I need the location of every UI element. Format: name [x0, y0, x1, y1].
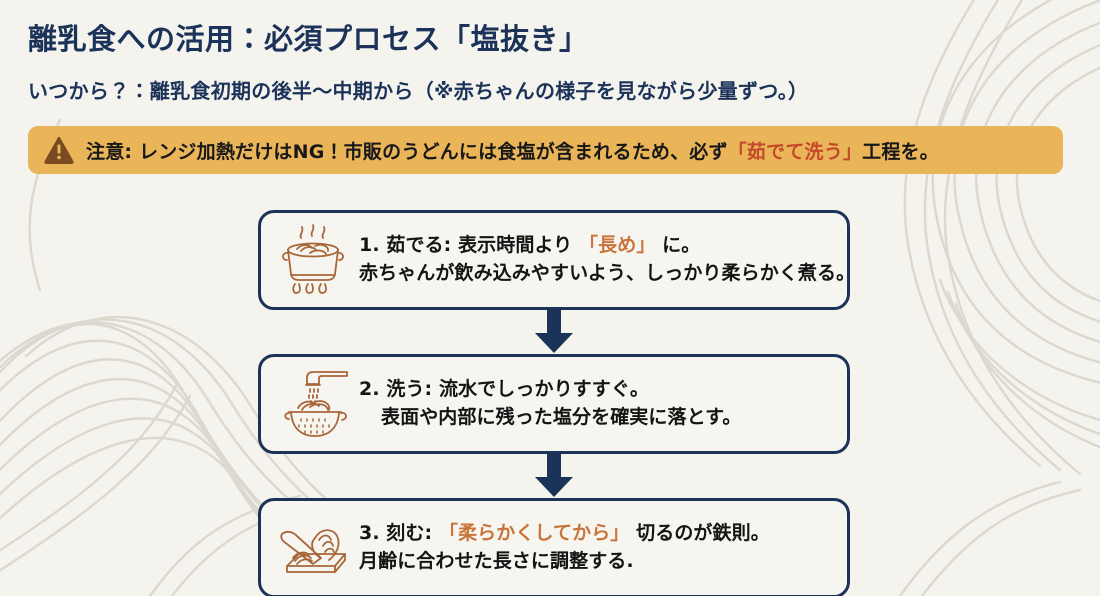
step-3-line1-highlight: 「柔らかくしてから」: [438, 522, 630, 545]
warning-highlight: 「茹でて洗う」: [727, 140, 863, 163]
pot-boiling-noodles-icon: [282, 224, 344, 294]
step-1-line2: 赤ちゃんが飲み込みやすいよう、しっかり柔らかく煮る。: [359, 262, 856, 284]
step-text-1: 1. 茹でる: 表示時間より 「長め」 に。 赤ちゃんが飲み込みやすいよう、しっ…: [359, 232, 855, 287]
step-1-line1-post: に。: [655, 234, 701, 257]
page-title: 離乳食への活用：必須プロセス「塩抜き」: [28, 22, 589, 56]
step-1-line1-highlight: 「長め」: [579, 234, 656, 257]
faucet-colander-rinse-icon: [284, 371, 348, 437]
warning-text: 注意: レンジ加熱だけはNG！市販のうどんには食塩が含まれるため、必ず「茹でて洗…: [86, 137, 939, 164]
step-3-line1-post: 切るのが鉄則。: [629, 522, 770, 545]
step-3-line2: 月齢に合わせた長さに調整する.: [359, 550, 634, 572]
warning-prefix: 注意: レンジ加熱だけはNG！市販のうどんには食塩が含まれるため、必ず: [86, 140, 728, 163]
step-text-2: 2. 洗う: 流水でしっかりすすぐ。 表面や内部に残った塩分を確実に落とす。: [359, 376, 741, 431]
warning-banner: 注意: レンジ加熱だけはNG！市販のうどんには食塩が含まれるため、必ず「茹でて洗…: [28, 126, 1063, 174]
step-text-3: 3. 刻む: 「柔らかくしてから」 切るのが鉄則。 月齢に合わせた長さに調整する…: [359, 520, 770, 575]
step-box-1: 1. 茹でる: 表示時間より 「長め」 に。 赤ちゃんが飲み込みやすいよう、しっ…: [258, 210, 855, 310]
step-2-line2: 表面や内部に残った塩分を確実に落とす。: [381, 406, 742, 428]
step-2-line1-pre: 2. 洗う: 流水でしっかりすすぐ。: [359, 378, 650, 401]
down-arrow-icon: [535, 454, 573, 497]
page-subtitle: いつから？：離乳食初期の後半〜中期から（※赤ちゃんの様子を見ながら少量ずつ。）: [28, 79, 809, 103]
process-flow: 1. 茹でる: 表示時間より 「長め」 に。 赤ちゃんが飲み込みやすいよう、しっ…: [258, 210, 855, 596]
connector-arrow-2: [258, 454, 850, 498]
step-box-2: 2. 洗う: 流水でしっかりすすぐ。 表面や内部に残った塩分を確実に落とす。: [258, 354, 850, 454]
step-3-line1-pre: 3. 刻む:: [359, 522, 439, 545]
step-box-3: 3. 刻む: 「柔らかくしてから」 切るのが鉄則。 月齢に合わせた長さに調整する…: [258, 498, 850, 596]
down-arrow-icon: [535, 310, 573, 353]
warning-suffix: 工程を。: [862, 140, 939, 163]
step-1-line1-pre: 1. 茹でる: 表示時間より: [359, 234, 580, 257]
knife-cutting-board-icon: [280, 529, 346, 573]
warning-triangle-icon: [44, 136, 74, 164]
connector-arrow-1: [258, 310, 850, 354]
